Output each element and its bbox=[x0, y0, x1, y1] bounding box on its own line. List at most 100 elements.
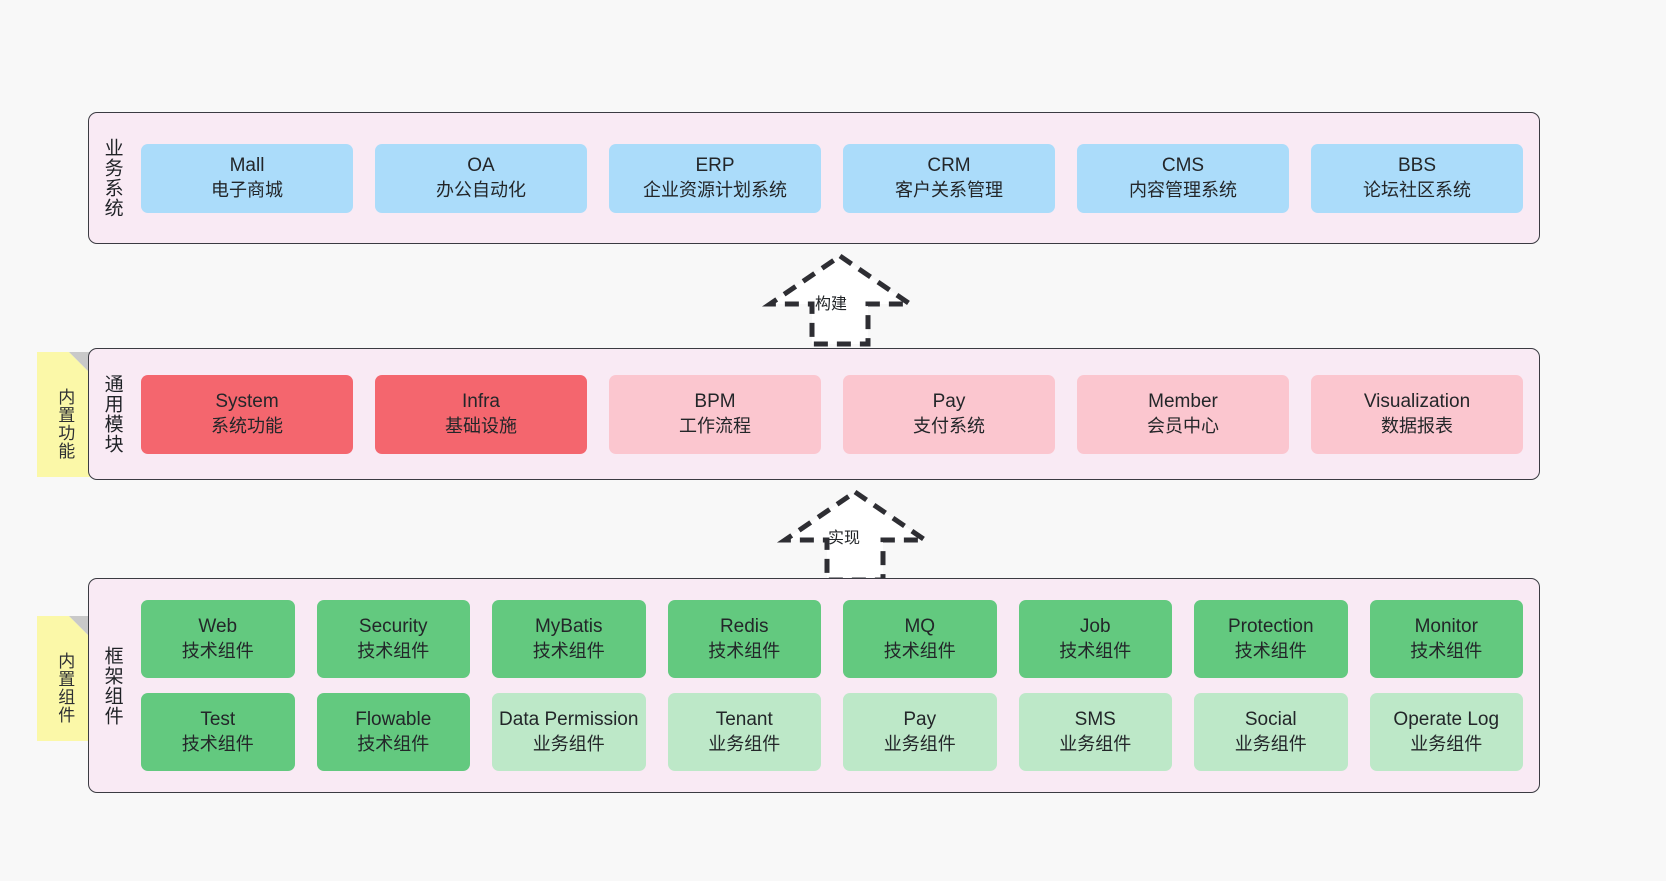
card-test[interactable]: Test 技术组件 bbox=[141, 693, 295, 771]
layer-common-modules: 通用模块 System 系统功能 Infra 基础设施 BPM 工作流程 Pay… bbox=[88, 348, 1540, 480]
arrow-implement-label: 实现 bbox=[828, 530, 861, 547]
card-title-en: Web bbox=[198, 616, 238, 638]
card-title-en: Infra bbox=[461, 391, 501, 413]
card-title-cn: 技术组件 bbox=[532, 640, 605, 661]
layer-business-systems: 业务系统 Mall 电子商城 OA 办公自动化 ERP 企业资源计划系统 CRM… bbox=[88, 112, 1540, 244]
card-title-cn: 办公自动化 bbox=[436, 179, 526, 200]
card-title-en: Visualization bbox=[1363, 391, 1471, 413]
card-title-en: MQ bbox=[904, 616, 936, 638]
card-cms[interactable]: CMS 内容管理系统 bbox=[1077, 143, 1289, 213]
card-flowable[interactable]: Flowable 技术组件 bbox=[316, 693, 470, 771]
card-sms[interactable]: SMS 业务组件 bbox=[1018, 693, 1172, 771]
card-title-cn: 技术组件 bbox=[357, 733, 430, 754]
card-title-cn: 技术组件 bbox=[357, 640, 430, 661]
card-title-en: Mall bbox=[229, 155, 265, 177]
layer-title-frame: 框架组件 bbox=[101, 645, 123, 726]
card-protection[interactable]: Protection 技术组件 bbox=[1194, 600, 1348, 678]
card-title-cn: 数据报表 bbox=[1381, 415, 1453, 436]
card-mall[interactable]: Mall 电子商城 bbox=[141, 143, 353, 213]
card-title-cn: 技术组件 bbox=[883, 640, 956, 661]
card-title-cn: 客户关系管理 bbox=[895, 179, 1003, 200]
card-title-cn: 技术组件 bbox=[1410, 640, 1483, 661]
card-web[interactable]: Web 技术组件 bbox=[141, 600, 295, 678]
card-system[interactable]: System 系统功能 bbox=[141, 374, 353, 454]
note-builtin-component: 内置组件 bbox=[37, 616, 91, 741]
card-title-cn: 内容管理系统 bbox=[1129, 179, 1237, 200]
card-title-cn: 业务组件 bbox=[883, 733, 956, 754]
card-mybatis[interactable]: MyBatis 技术组件 bbox=[492, 600, 646, 678]
card-title-cn: 工作流程 bbox=[679, 415, 751, 436]
layer-body-module: System 系统功能 Infra 基础设施 BPM 工作流程 Pay 支付系统… bbox=[135, 349, 1539, 479]
card-title-cn: 企业资源计划系统 bbox=[643, 179, 787, 200]
card-title-cn: 系统功能 bbox=[211, 415, 283, 436]
card-title-en: Pay bbox=[932, 391, 966, 413]
card-title-en: System bbox=[215, 391, 279, 413]
card-title-cn: 技术组件 bbox=[1059, 640, 1132, 661]
card-title-en: OA bbox=[467, 155, 495, 177]
card-monitor[interactable]: Monitor 技术组件 bbox=[1369, 600, 1523, 678]
card-pay[interactable]: Pay 支付系统 bbox=[843, 374, 1055, 454]
card-title-en: Monitor bbox=[1414, 616, 1478, 638]
card-row: System 系统功能 Infra 基础设施 BPM 工作流程 Pay 支付系统… bbox=[141, 374, 1523, 454]
card-oa[interactable]: OA 办公自动化 bbox=[375, 143, 587, 213]
layer-title-module: 通用模块 bbox=[101, 374, 123, 454]
card-row: Web 技术组件 Security 技术组件 MyBatis 技术组件 Redi… bbox=[141, 600, 1523, 678]
card-title-en: SMS bbox=[1074, 709, 1116, 731]
card-title-en: Pay bbox=[903, 709, 937, 731]
card-tenant[interactable]: Tenant 业务组件 bbox=[667, 693, 821, 771]
card-row: Mall 电子商城 OA 办公自动化 ERP 企业资源计划系统 CRM 客户关系… bbox=[141, 143, 1523, 213]
card-title-en: Test bbox=[200, 709, 236, 731]
card-title-en: Operate Log bbox=[1393, 709, 1500, 731]
card-title-en: Security bbox=[358, 616, 428, 638]
card-security[interactable]: Security 技术组件 bbox=[316, 600, 470, 678]
card-member[interactable]: Member 会员中心 bbox=[1077, 374, 1289, 454]
card-title-en: Redis bbox=[719, 616, 769, 638]
card-crm[interactable]: CRM 客户关系管理 bbox=[843, 143, 1055, 213]
card-title-en: Flowable bbox=[355, 709, 432, 731]
card-title-en: Data Permission bbox=[499, 709, 639, 731]
card-row: Test 技术组件 Flowable 技术组件 Data Permission … bbox=[141, 693, 1523, 771]
card-title-cn: 业务组件 bbox=[708, 733, 781, 754]
card-title-en: Member bbox=[1148, 391, 1218, 413]
layer-title-business: 业务系统 bbox=[101, 138, 123, 218]
card-bbs[interactable]: BBS 论坛社区系统 bbox=[1311, 143, 1523, 213]
card-bpm[interactable]: BPM 工作流程 bbox=[609, 374, 821, 454]
card-title-en: BPM bbox=[694, 391, 736, 413]
card-title-cn: 业务组件 bbox=[1234, 733, 1307, 754]
card-title-cn: 技术组件 bbox=[1234, 640, 1307, 661]
card-redis[interactable]: Redis 技术组件 bbox=[667, 600, 821, 678]
card-title-en: ERP bbox=[695, 155, 735, 177]
layer-body-business: Mall 电子商城 OA 办公自动化 ERP 企业资源计划系统 CRM 客户关系… bbox=[135, 113, 1539, 243]
layer-framework-components: 框架组件 Web 技术组件 Security 技术组件 MyBatis 技术组件… bbox=[88, 578, 1540, 793]
card-job[interactable]: Job 技术组件 bbox=[1018, 600, 1172, 678]
card-title-en: Protection bbox=[1227, 616, 1314, 638]
card-title-cn: 会员中心 bbox=[1147, 415, 1219, 436]
card-title-cn: 电子商城 bbox=[211, 179, 283, 200]
card-data-permission[interactable]: Data Permission 业务组件 bbox=[492, 693, 646, 771]
card-infra[interactable]: Infra 基础设施 bbox=[375, 374, 587, 454]
card-title-en: BBS bbox=[1397, 155, 1437, 177]
card-erp[interactable]: ERP 企业资源计划系统 bbox=[609, 143, 821, 213]
note-builtin-function: 内置功能 bbox=[37, 352, 91, 477]
card-title-en: Tenant bbox=[715, 709, 773, 731]
card-title-cn: 业务组件 bbox=[1059, 733, 1132, 754]
note-label: 内置功能 bbox=[55, 387, 75, 460]
card-visualization[interactable]: Visualization 数据报表 bbox=[1311, 374, 1523, 454]
card-mq[interactable]: MQ 技术组件 bbox=[843, 600, 997, 678]
card-social[interactable]: Social 业务组件 bbox=[1194, 693, 1348, 771]
card-title-cn: 基础设施 bbox=[445, 415, 517, 436]
card-title-cn: 技术组件 bbox=[181, 640, 254, 661]
card-title-en: CMS bbox=[1161, 155, 1205, 177]
card-title-en: MyBatis bbox=[534, 616, 603, 638]
card-operate-log[interactable]: Operate Log 业务组件 bbox=[1369, 693, 1523, 771]
card-title-cn: 业务组件 bbox=[532, 733, 605, 754]
arrow-build-label: 构建 bbox=[815, 296, 848, 313]
card-title-cn: 业务组件 bbox=[1410, 733, 1483, 754]
card-title-cn: 支付系统 bbox=[913, 415, 985, 436]
card-title-cn: 技术组件 bbox=[181, 733, 254, 754]
card-title-en: Job bbox=[1079, 616, 1111, 638]
card-title-en: CRM bbox=[927, 155, 971, 177]
card-pay-component[interactable]: Pay 业务组件 bbox=[843, 693, 997, 771]
note-label: 内置组件 bbox=[55, 651, 75, 724]
